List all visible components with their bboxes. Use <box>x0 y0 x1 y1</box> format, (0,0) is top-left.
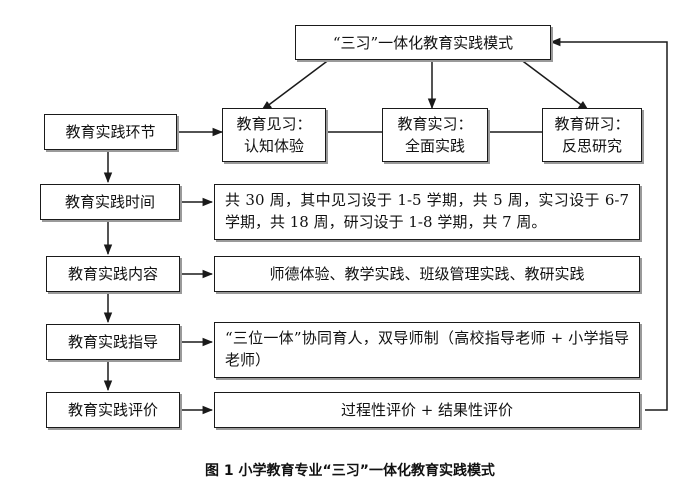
left-label-guidance: 教育实践指导 <box>67 333 158 351</box>
arrow-evaluation-feedback <box>549 37 668 411</box>
detail-time-text: 共 30 周，其中见习设于 1-5 学期，共 5 周，实习设于 6-7 学期，共… <box>225 191 629 231</box>
stage-observation-line1: 教育见习： <box>236 115 312 133</box>
model-title: “三习”一体化教育实践模式 <box>332 33 514 52</box>
arrow-title-to-observation <box>261 58 331 111</box>
figure-caption: 图 1 小学教育专业“三习”一体化教育实践模式 <box>205 463 495 479</box>
left-label-phase: 教育实践环节 <box>65 123 156 141</box>
detail-box-time: 共 30 周，其中见习设于 1-5 学期，共 5 周，实习设于 6-7 学期，共… <box>214 184 640 240</box>
stage-practice-line2: 全面实践 <box>404 137 465 155</box>
detail-box-guidance: “三位一体”协同育人，双导师制（高校指导老师 + 小学指导老师） <box>214 322 640 378</box>
left-label-evaluation: 教育实践评价 <box>67 401 158 419</box>
detail-evaluation-text: 过程性评价 + 结果性评价 <box>340 401 514 419</box>
model-title-box: “三习”一体化教育实践模式 <box>295 25 551 60</box>
left-box-content: 教育实践内容 <box>46 256 180 292</box>
stage-research-line1: 教育研习： <box>554 115 630 133</box>
stage-box-research: 教育研习： 反思研究 <box>542 108 642 162</box>
detail-box-content: 师德体验、教学实践、班级管理实践、教研实践 <box>214 256 640 292</box>
left-label-time: 教育实践时间 <box>64 193 155 211</box>
detail-guidance-text: “三位一体”协同育人，双导师制（高校指导老师 + 小学指导老师） <box>225 329 629 369</box>
left-box-guidance: 教育实践指导 <box>46 324 180 360</box>
left-label-content: 教育实践内容 <box>67 265 158 283</box>
arrow-title-to-research <box>519 58 589 111</box>
detail-content-text: 师德体验、教学实践、班级管理实践、教研实践 <box>269 265 585 283</box>
stage-practice-line1: 教育实习： <box>397 115 473 133</box>
left-box-evaluation: 教育实践评价 <box>46 392 180 428</box>
stage-research-line2: 反思研究 <box>561 137 622 155</box>
detail-box-evaluation: 过程性评价 + 结果性评价 <box>214 392 640 428</box>
stage-box-practice: 教育实习： 全面实践 <box>382 108 488 162</box>
stage-observation-line2: 认知体验 <box>243 137 304 155</box>
left-box-phase: 教育实践环节 <box>44 114 177 150</box>
stage-box-observation: 教育见习： 认知体验 <box>222 108 326 162</box>
left-box-time: 教育实践时间 <box>40 184 180 220</box>
